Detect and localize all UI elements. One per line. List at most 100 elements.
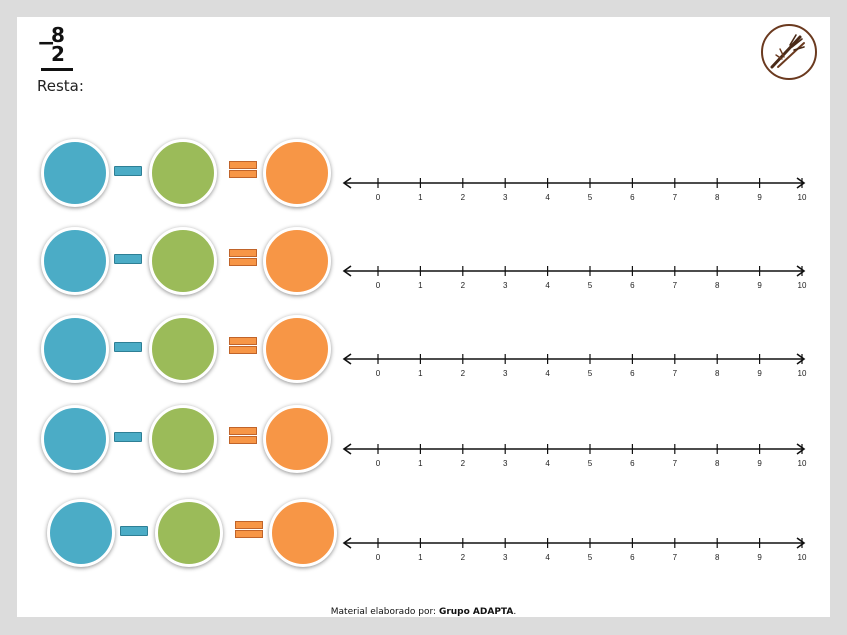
tick-label: 9 [757, 553, 762, 562]
arrow-left-icon [342, 353, 352, 365]
tick-label: 9 [757, 193, 762, 202]
tick-label: 3 [503, 459, 508, 468]
tick-label: 10 [798, 553, 807, 562]
tick-label: 1 [418, 281, 423, 290]
equals-bar-bottom [229, 346, 257, 354]
equals-bar-bottom [229, 170, 257, 178]
tick-label: 2 [461, 193, 466, 202]
logo-icon [760, 23, 818, 81]
footer-credit: Material elaborado por: Grupo ADAPTA. [17, 607, 830, 617]
footer-prefix: Material elaborado por: [330, 607, 439, 617]
tick-label: 0 [376, 459, 381, 468]
minuend-circle[interactable] [41, 405, 109, 473]
tick-label: 8 [715, 369, 720, 378]
result-circle[interactable] [263, 405, 331, 473]
result-circle[interactable] [263, 315, 331, 383]
arrow-right-icon [796, 537, 806, 549]
tick-label: 3 [503, 553, 508, 562]
tick-label: 5 [588, 553, 593, 562]
tick-label: 4 [545, 459, 550, 468]
tick-label: 5 [588, 459, 593, 468]
minus-sign [114, 342, 142, 352]
arrow-right-icon [796, 265, 806, 277]
result-bar [41, 68, 73, 71]
tick-label: 3 [503, 369, 508, 378]
subtrahend-digit: 2 [51, 42, 65, 66]
equals-bar-top [235, 521, 263, 529]
subtrahend-circle[interactable] [149, 315, 217, 383]
arrow-left-icon [342, 537, 352, 549]
minuend-circle[interactable] [41, 139, 109, 207]
tick-label: 7 [673, 459, 678, 468]
minuend-circle[interactable] [41, 315, 109, 383]
equals-sign [229, 249, 257, 267]
tick-label: 2 [461, 553, 466, 562]
tick-label: 2 [461, 459, 466, 468]
equals-bar-bottom [229, 258, 257, 266]
page-title: Resta: [37, 77, 84, 95]
tick-label: 9 [757, 281, 762, 290]
footer-suffix: . [513, 607, 517, 617]
equals-bar-top [229, 249, 257, 257]
tick-label: 1 [418, 459, 423, 468]
tick-label: 2 [461, 369, 466, 378]
tick-label: 7 [673, 281, 678, 290]
tick-label: 6 [630, 193, 635, 202]
equals-bar-top [229, 427, 257, 435]
tick-label: 10 [798, 459, 807, 468]
minus-sign [114, 254, 142, 264]
tick-label: 9 [757, 459, 762, 468]
equals-sign [229, 337, 257, 355]
equals-bar-top [229, 161, 257, 169]
minus-operator: − [37, 31, 56, 56]
tick-label: 10 [798, 369, 807, 378]
tick-label: 0 [376, 369, 381, 378]
tick-label: 4 [545, 281, 550, 290]
tick-label: 6 [630, 553, 635, 562]
equals-sign [229, 161, 257, 179]
tick-label: 5 [588, 369, 593, 378]
minus-sign [114, 432, 142, 442]
minus-sign [114, 166, 142, 176]
equals-bar-bottom [229, 436, 257, 444]
result-circle[interactable] [263, 139, 331, 207]
tick-label: 5 [588, 193, 593, 202]
subtraction-example: 8 − 2 [37, 25, 77, 75]
tick-label: 8 [715, 193, 720, 202]
subtrahend-circle[interactable] [155, 499, 223, 567]
minuend-digit: 8 [51, 23, 65, 47]
tick-label: 9 [757, 369, 762, 378]
result-circle[interactable] [263, 227, 331, 295]
subtrahend-circle[interactable] [149, 139, 217, 207]
tick-label: 0 [376, 553, 381, 562]
equals-sign [235, 521, 263, 539]
equals-sign [229, 427, 257, 445]
tick-label: 8 [715, 553, 720, 562]
minuend-circle[interactable] [47, 499, 115, 567]
tick-label: 3 [503, 193, 508, 202]
tick-label: 6 [630, 369, 635, 378]
arrow-left-icon [342, 177, 352, 189]
tick-label: 7 [673, 553, 678, 562]
arrow-right-icon [796, 353, 806, 365]
minus-sign [120, 526, 148, 536]
tick-label: 0 [376, 281, 381, 290]
tick-label: 6 [630, 281, 635, 290]
tick-label: 5 [588, 281, 593, 290]
tick-label: 1 [418, 193, 423, 202]
subtrahend-circle[interactable] [149, 405, 217, 473]
tick-label: 4 [545, 369, 550, 378]
minuend-circle[interactable] [41, 227, 109, 295]
tick-label: 1 [418, 369, 423, 378]
tick-label: 8 [715, 281, 720, 290]
result-circle[interactable] [269, 499, 337, 567]
subtrahend-circle[interactable] [149, 227, 217, 295]
